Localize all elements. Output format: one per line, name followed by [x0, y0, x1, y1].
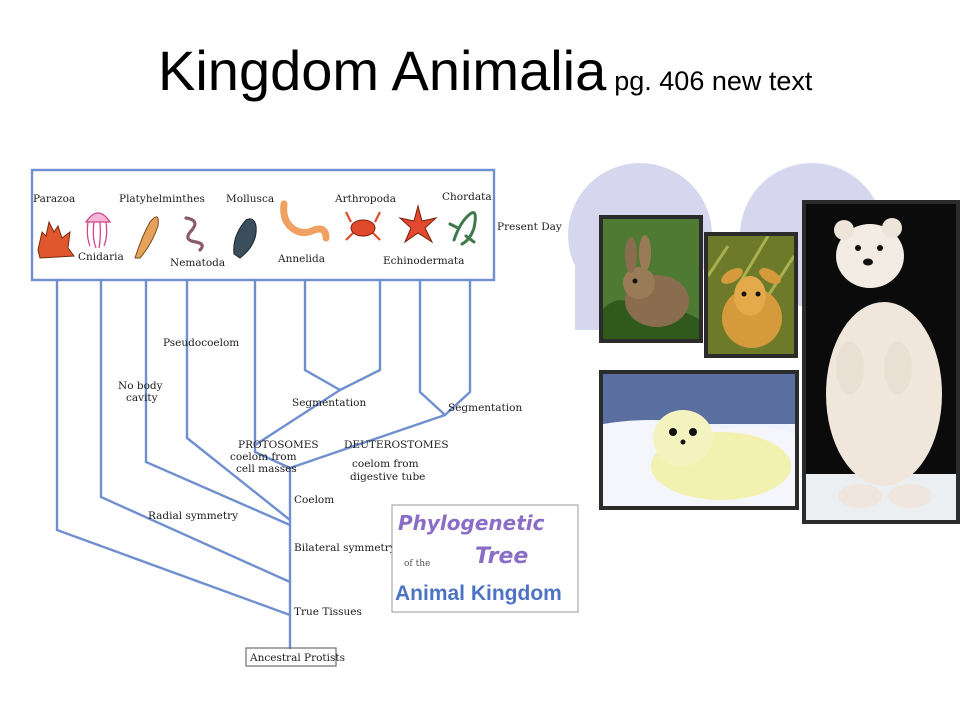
rabbit-photo: [599, 215, 703, 343]
starfish-icon: [398, 204, 438, 244]
segmentation-label-right: Segmentation: [448, 402, 522, 414]
present-day-box: [30, 168, 496, 282]
crab-icon: [345, 211, 381, 241]
deuterostomes-note-2: digestive tube: [350, 471, 425, 483]
lizard-icon: [448, 211, 477, 246]
jellyfish-icon: [84, 212, 112, 249]
logo-line-animal-kingdom: Animal Kingdom: [395, 582, 562, 605]
protostomes-note-1: coelom from: [230, 451, 297, 463]
deuterostomes-label: DEUTEROSTOMES: [344, 439, 449, 451]
no-body-cavity-label-2: cavity: [126, 392, 158, 404]
true-tissues-label: True Tissues: [294, 606, 362, 618]
present-day-label: Present Day: [497, 221, 562, 233]
radial-symmetry-label: Radial symmetry: [148, 510, 238, 522]
phylum-label-chordata: Chordata: [442, 191, 492, 203]
phylum-label-platyhelminthes: Platyhelminthes: [119, 193, 205, 205]
phylogenetic-tree-logo: Phylogenetic of the Tree Animal Kingdom: [391, 504, 579, 613]
earthworm-icon: [280, 200, 330, 242]
protostomes-label: PROTOSOMES: [238, 439, 319, 451]
phylum-label-echinodermata: Echinodermata: [383, 255, 464, 267]
phylum-label-nematoda: Nematoda: [170, 257, 225, 269]
seal-pup-photo: [599, 370, 799, 510]
phylum-label-arthropoda: Arthropoda: [334, 193, 396, 205]
mussel-icon: [233, 218, 257, 259]
bilateral-symmetry-label: Bilateral symmetry: [294, 542, 396, 554]
flatworm-icon: [134, 216, 159, 259]
ancestral-protists-label: Ancestral Protists: [249, 652, 345, 664]
phylum-label-annelida: Annelida: [277, 253, 325, 265]
phylum-label-parazoa: Parazoa: [33, 193, 75, 205]
polar-bear-cub-photo: [802, 200, 960, 524]
logo-line-phylogenetic: Phylogenetic: [398, 511, 545, 535]
protostomes-note-2: cell masses: [236, 463, 297, 475]
deuterostomes-note-1: coelom from: [352, 458, 419, 470]
coelom-label: Coelom: [294, 494, 334, 506]
logo-line-tree: Tree: [475, 544, 528, 569]
pseudocoelom-label: Pseudocoelom: [163, 337, 239, 349]
fawn-photo: [704, 232, 798, 358]
title-page-reference: pg. 406 new text: [614, 66, 813, 96]
phylum-label-mollusca: Mollusca: [226, 193, 274, 205]
roundworm-icon: [184, 216, 204, 252]
sponge-icon: [37, 220, 75, 259]
title-main: Kingdom Animalia: [158, 39, 607, 102]
phylum-label-cnidaria: Cnidaria: [78, 251, 124, 263]
logo-line-of-the: of the: [404, 559, 430, 569]
no-body-cavity-label-1: No body: [118, 380, 163, 392]
segmentation-label-left: Segmentation: [292, 397, 366, 409]
